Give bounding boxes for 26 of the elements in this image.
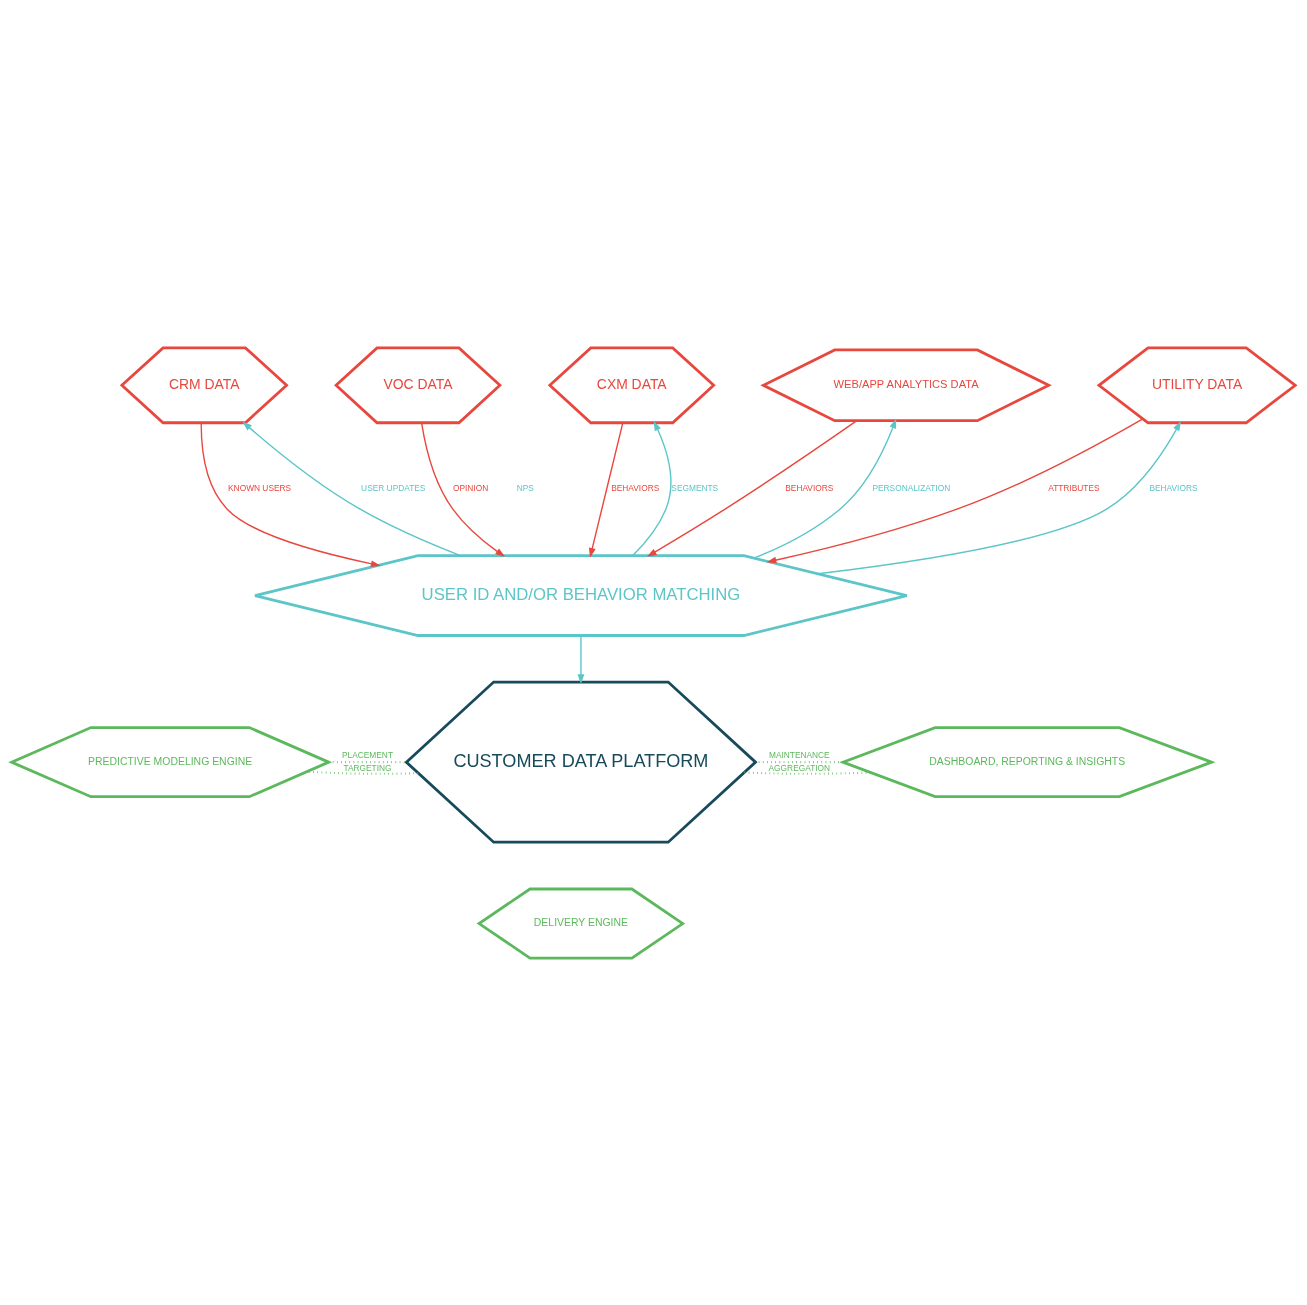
edge-label: OPINION bbox=[452, 482, 489, 493]
arrow bbox=[753, 418, 897, 559]
edge-label: MAINTENANCE bbox=[768, 749, 830, 760]
edge-label: USER UPDATES bbox=[361, 482, 426, 493]
arrow bbox=[200, 421, 381, 567]
connector bbox=[744, 770, 871, 775]
label: NPS bbox=[516, 482, 534, 493]
arrow bbox=[242, 420, 462, 556]
arrow bbox=[766, 417, 1144, 563]
edge-label: AGGREGATION bbox=[768, 762, 831, 773]
edge-label: SEGMENTS bbox=[671, 482, 719, 493]
arrow bbox=[817, 420, 1181, 574]
edge-label: TARGETING bbox=[343, 762, 392, 773]
edge-label: BEHAVIORS bbox=[1149, 482, 1198, 493]
arrow bbox=[646, 419, 858, 557]
arrow bbox=[631, 420, 672, 556]
connector bbox=[306, 770, 419, 775]
edge-label: ATTRIBUTES bbox=[1048, 482, 1100, 493]
edge-label: BEHAVIORS bbox=[785, 482, 834, 493]
arrow bbox=[588, 421, 624, 558]
arrow bbox=[577, 634, 585, 684]
edge-label: PERSONALIZATION bbox=[872, 482, 951, 493]
edge-label: PLACEMENT bbox=[342, 749, 393, 760]
arrow bbox=[420, 421, 506, 557]
edge-label: BEHAVIORS bbox=[611, 482, 660, 493]
edge-label: KNOWN USERS bbox=[228, 482, 292, 493]
